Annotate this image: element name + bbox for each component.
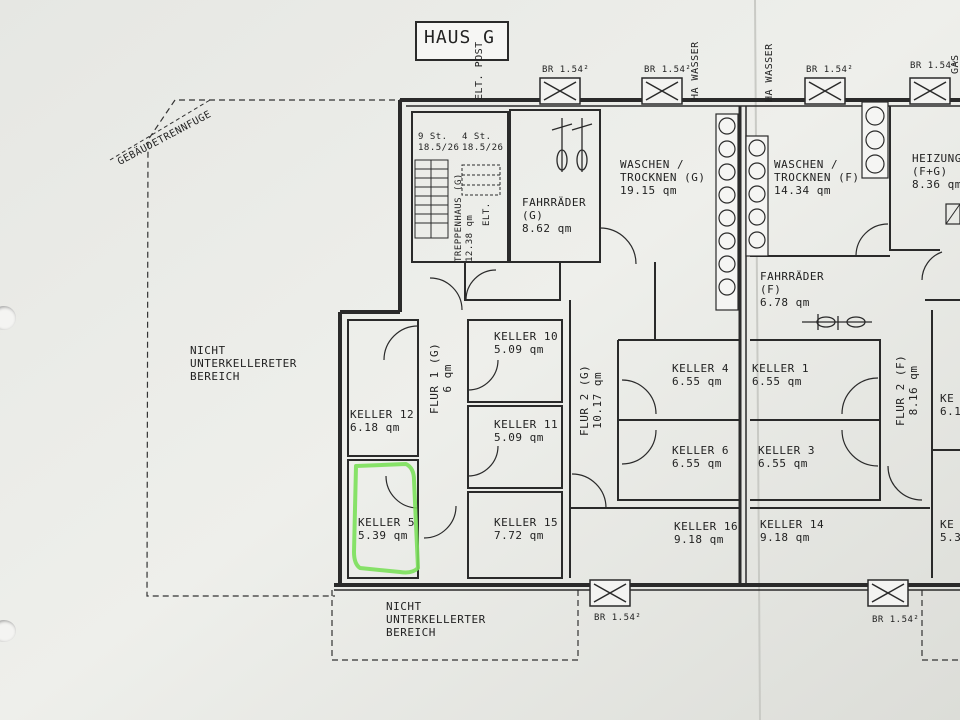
stairs-label-right: 4 St. 18.5/26 (462, 132, 504, 153)
room-keller10: KELLER 10 5.09 qm (494, 330, 559, 356)
punch-hole-bottom (0, 620, 16, 642)
room-keller11: KELLER 11 5.09 qm (494, 418, 559, 444)
room-waschen-g: WASCHEN / TROCKNEN (G) 19.15 qm (620, 158, 706, 197)
trennfuge-line (109, 99, 211, 161)
room-keller3: KELLER 3 6.55 qm (758, 444, 815, 470)
room-keller6: KELLER 6 6.55 qm (672, 444, 729, 470)
washing-machines (715, 101, 889, 311)
window-label-4: BR 1.54² (910, 61, 958, 71)
room-keller14: KELLER 14 9.18 qm (760, 518, 825, 544)
outer-walls (334, 98, 960, 591)
room-flur2f: FLUR 2 (F) 8.16 qm (894, 354, 920, 426)
interior-walls (347, 106, 960, 579)
room-keller16: KELLER 16 9.18 qm (674, 520, 739, 546)
room-keller-edge-1: KE 6.1 (940, 392, 960, 418)
keller-5-highlight (352, 462, 420, 575)
page-title: HAUS G (424, 27, 496, 48)
dashed-area-bottom (331, 590, 579, 661)
window-frames (539, 77, 951, 607)
room-keller1: KELLER 1 6.55 qm (752, 362, 809, 388)
door-swings (383, 223, 943, 539)
room-flur1: FLUR 1 (G) 6 qm (428, 342, 454, 414)
dashed-area-left (146, 99, 405, 597)
ha-wasser-label-2: HA WASSER (764, 43, 775, 102)
room-heizung: HEIZUNG (F+G) 8.36 qm (912, 152, 960, 191)
title-box (415, 21, 509, 61)
window-label-1: BR 1.54² (542, 65, 590, 75)
dashed-area-right (921, 590, 960, 661)
heating-symbol (945, 203, 960, 225)
ha-wasser-label-1: HA WASSER (690, 41, 701, 100)
room-flur2g: FLUR 2 (G) 10.17 qm (578, 364, 604, 436)
staircase (414, 159, 501, 239)
bike-symbols (551, 118, 872, 330)
room-keller12: KELLER 12 6.18 qm (350, 408, 415, 434)
room-fahrraeder-f: FAHRRÄDER (F) 6.78 qm (760, 270, 825, 309)
room-keller15: KELLER 15 7.72 qm (494, 516, 559, 542)
window-label-5: BR 1.54² (594, 613, 642, 623)
heating-symbol-line (945, 203, 960, 225)
punch-hole-top (0, 306, 16, 330)
window-label-6: BR 1.54² (872, 615, 920, 625)
room-keller5: KELLER 5 5.39 qm (358, 516, 415, 542)
page-fold (754, 0, 761, 720)
nicht-unterkellert-left: NICHT UNTERKELLERETER BEREICH (190, 344, 297, 383)
stairs-label-left: 9 St. 18.5/26 (418, 132, 460, 153)
window-label-2: BR 1.54² (644, 65, 692, 75)
room-keller-edge-2: KE 5.3 (940, 518, 960, 544)
window-label-3: BR 1.54² (806, 65, 854, 75)
room-keller4: KELLER 4 6.55 qm (672, 362, 729, 388)
treppenhaus-label: TREPPENHAUS (G) 12.38 qm (454, 173, 475, 262)
room-waschen-f: WASCHEN / TROCKNEN (F) 14.34 qm (774, 158, 860, 197)
elt-post-label: ELT. POST (474, 41, 485, 100)
elt-label: ELT. (482, 202, 492, 226)
room-fahrraeder-g: FAHRRÄDER (G) 8.62 qm (522, 196, 587, 235)
nicht-unterkellert-bottom: NICHT UNTERKELLERTER BEREICH (386, 600, 486, 639)
